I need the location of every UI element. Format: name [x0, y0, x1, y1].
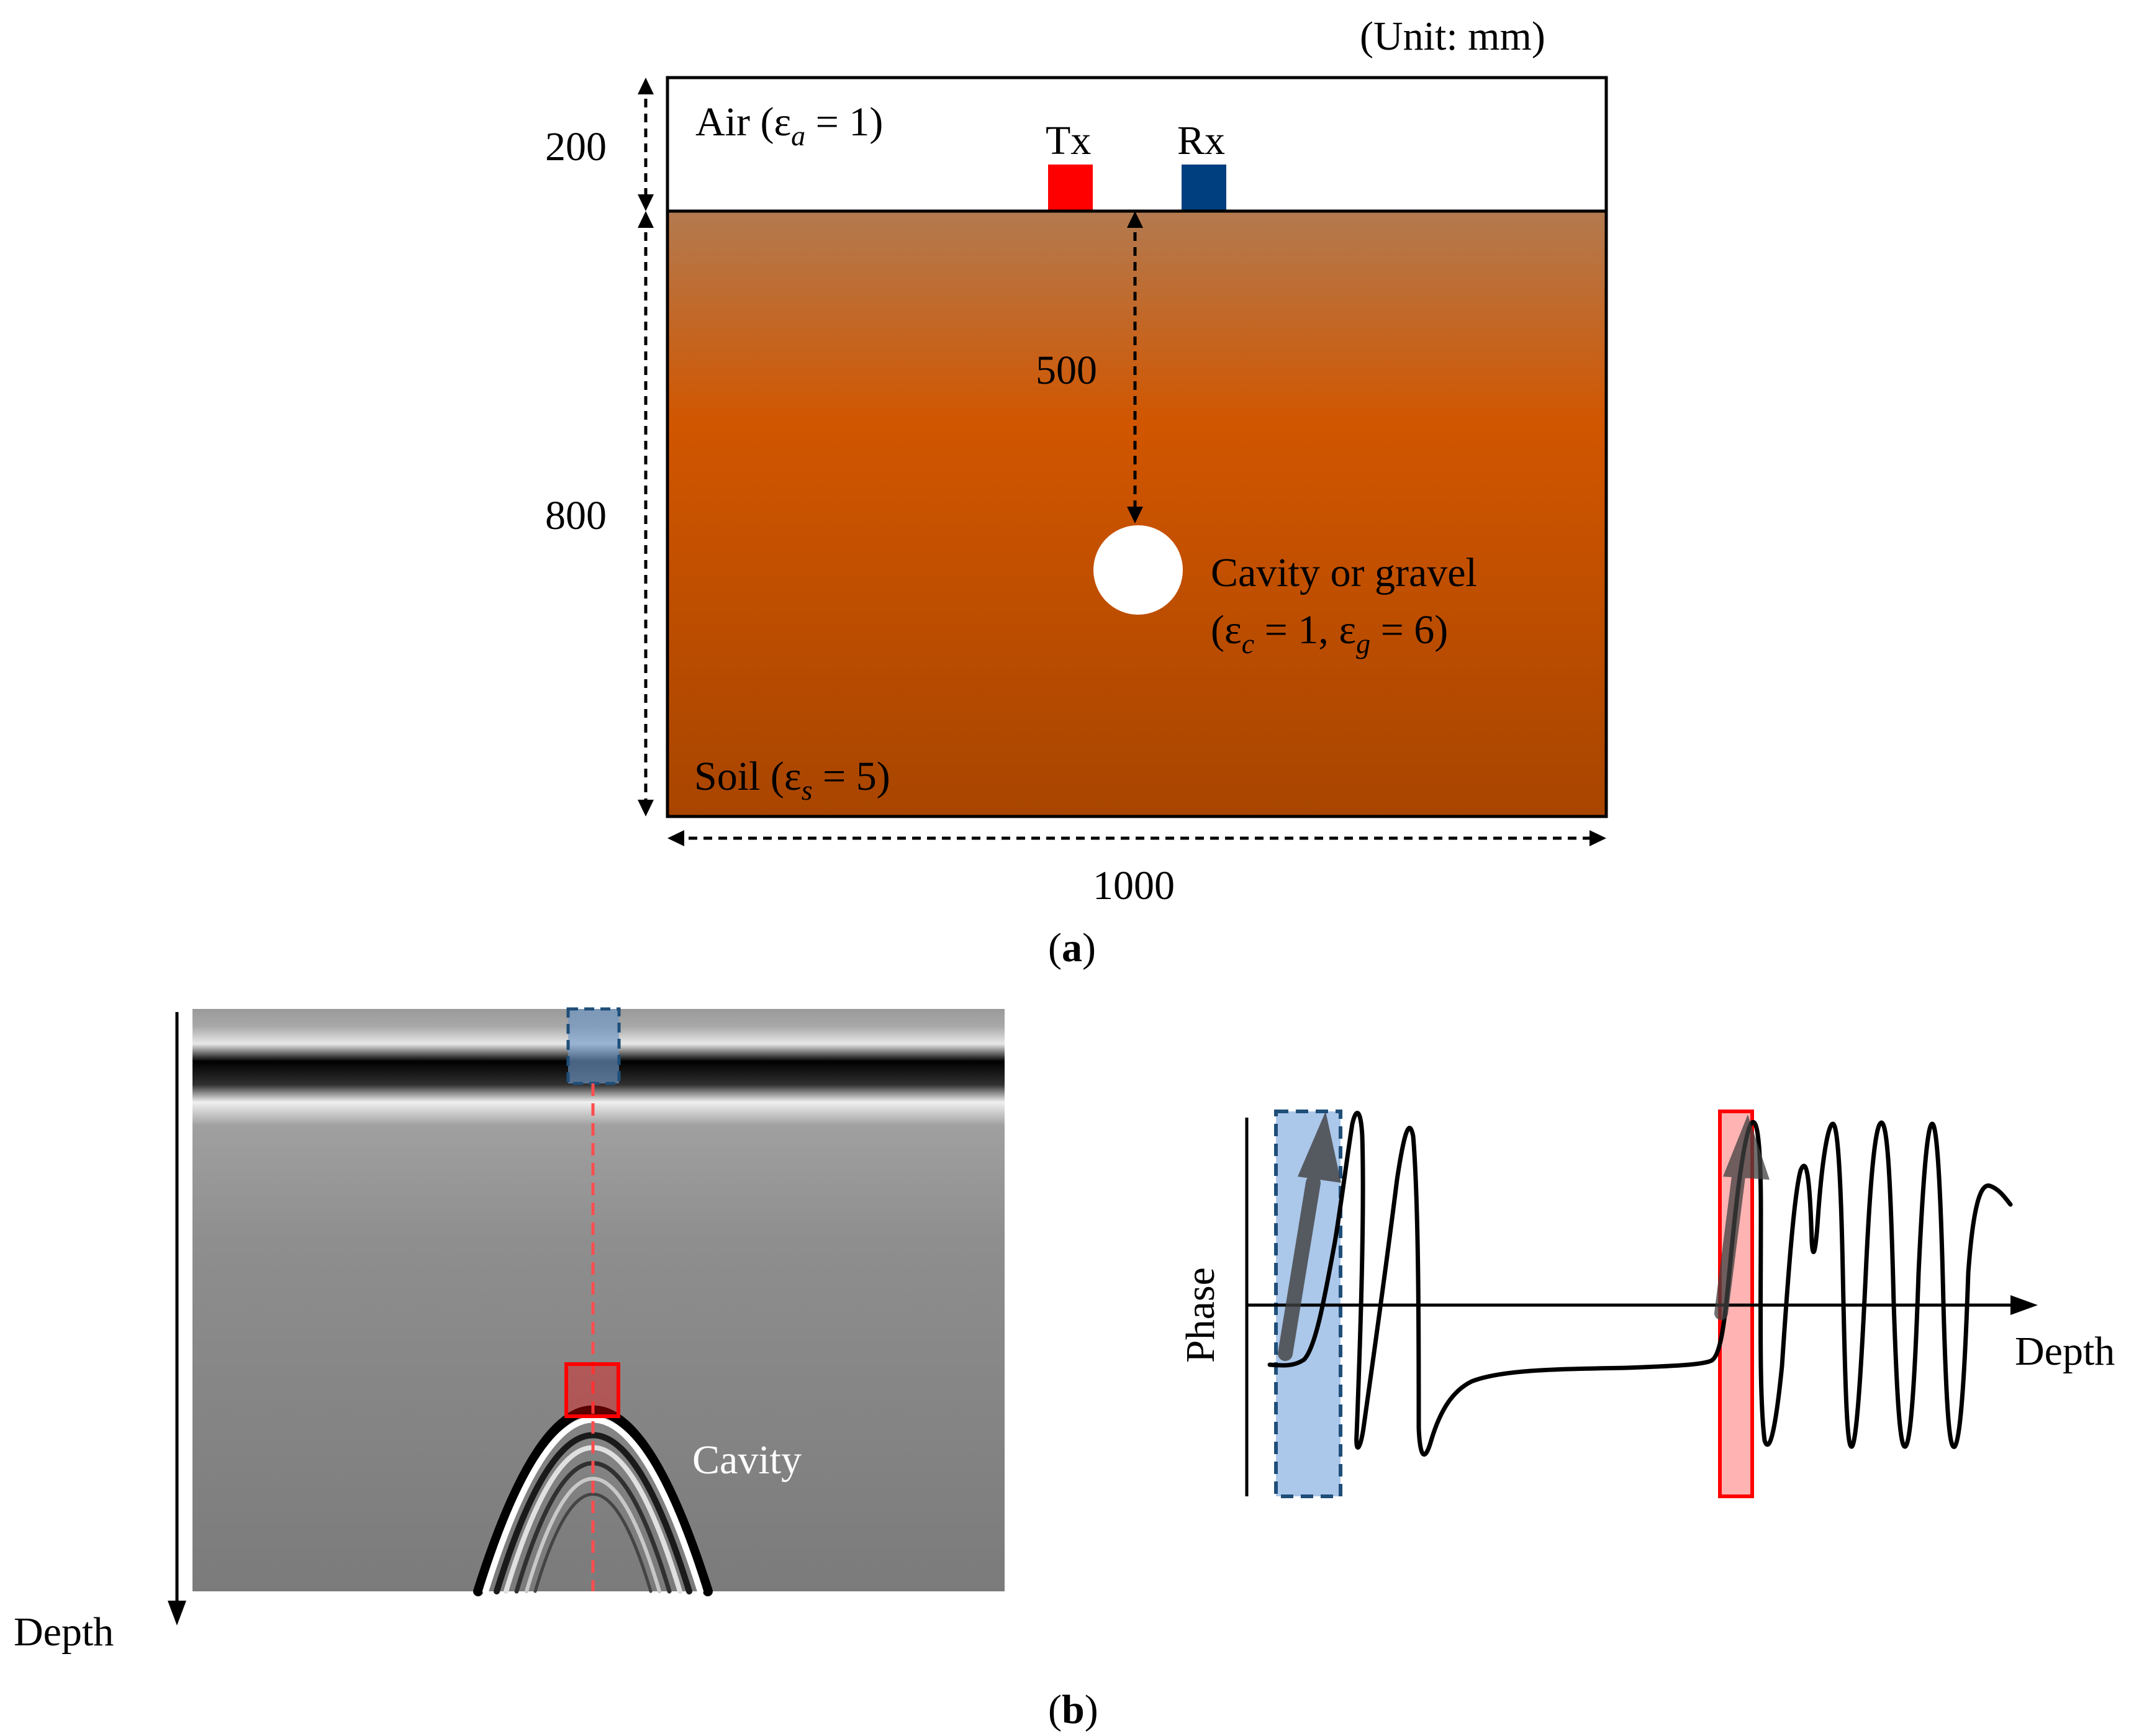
rx-label: Rx — [1177, 118, 1225, 163]
depth-label-left: Depth — [14, 1609, 114, 1655]
depth-axis-arrow — [168, 1012, 186, 1625]
cavity-circle — [1093, 525, 1183, 615]
unit-label: (Unit: mm) — [1360, 14, 1545, 59]
panel-b: Depth Cavity — [14, 1007, 2115, 1732]
svg-text:500: 500 — [1036, 348, 1097, 393]
dimension-500: 500 — [1036, 211, 1143, 523]
dimension-1000: 1000 — [667, 830, 1606, 908]
dimension-200: 200 — [545, 78, 654, 211]
phase-curve — [1267, 1111, 2013, 1457]
cavity-label-line2: (εc = 1, εg = 6) — [1211, 607, 1448, 659]
plot-depth-label: Depth — [2015, 1329, 2115, 1374]
soil-label: Soil (εs = 5) — [694, 754, 890, 806]
caption-b: (b) — [1048, 1687, 1098, 1732]
bscan-image — [192, 1009, 1005, 1596]
tx-antenna — [1048, 165, 1093, 210]
bscan-red-box — [564, 1362, 620, 1418]
phase-plot: Phase Depth — [1178, 1110, 2115, 1498]
air-label: Air (εa = 1) — [695, 99, 883, 151]
air-layer — [666, 76, 1608, 213]
caption-a: (a) — [1048, 925, 1096, 970]
phase-axis-label: Phase — [1178, 1267, 1223, 1363]
phase-slope-arrow-red — [1714, 1114, 1770, 1320]
svg-text:800: 800 — [545, 493, 607, 538]
svg-text:200: 200 — [545, 124, 607, 170]
phase-slope-arrow-blue — [1278, 1111, 1341, 1361]
cavity-label-bscan: Cavity — [692, 1437, 802, 1483]
tx-label: Tx — [1046, 118, 1091, 163]
bscan-blue-box — [566, 1007, 621, 1085]
svg-text:1000: 1000 — [1093, 863, 1175, 908]
rx-antenna — [1182, 165, 1226, 210]
dimension-800: 800 — [545, 211, 654, 816]
panel-a: (Unit: mm) Air (εa = 1) Tx Rx Soil (εs =… — [545, 14, 1608, 970]
cavity-label-line1: Cavity or gravel — [1211, 550, 1477, 595]
